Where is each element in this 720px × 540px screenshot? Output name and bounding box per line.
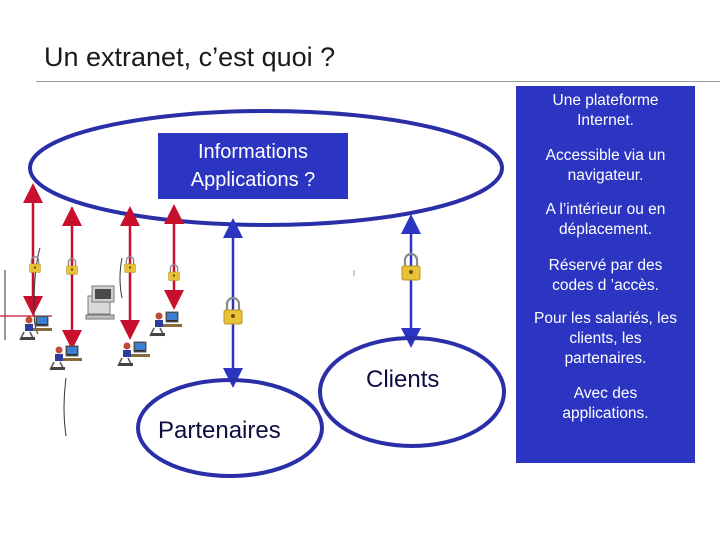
features-panel (516, 86, 695, 463)
feature-item-platform: Une plateforme Internet. (552, 92, 659, 129)
connector-line (119, 257, 123, 299)
feature-item-location: A l’intérieur ou en déplacement. (545, 201, 666, 238)
feature-item-audience: Pour les salariés, les clients, les part… (533, 310, 677, 367)
user-at-workstation-icon (149, 311, 183, 337)
slide-title: Un extranet, c’est quoi ? (44, 42, 336, 72)
info-box-line-2: Applications ? (190, 169, 316, 191)
clients-label: Clients (366, 366, 440, 393)
padlock-icon (28, 256, 42, 274)
connector-line (63, 377, 67, 437)
desktop-computer-icon (85, 285, 115, 320)
information-ellipse (28, 109, 504, 227)
user-at-workstation-icon (19, 315, 53, 341)
user-at-workstation-icon (117, 341, 151, 367)
partenaires-label: Partenaires (158, 417, 281, 444)
feature-item-browser: Accessible via un navigateur. (545, 147, 666, 184)
feature-item-access-codes: Réservé par des codes d ’accès. (548, 257, 663, 294)
info-box-line-1: Informations (197, 141, 309, 163)
title-divider (36, 81, 720, 82)
feature-item-applications: Avec des applications. (562, 385, 649, 422)
user-at-workstation-icon (49, 345, 83, 371)
clients-ellipse (318, 336, 506, 448)
partenaires-ellipse (136, 378, 324, 478)
information-applications-box: Informations Applications ? (158, 133, 348, 199)
